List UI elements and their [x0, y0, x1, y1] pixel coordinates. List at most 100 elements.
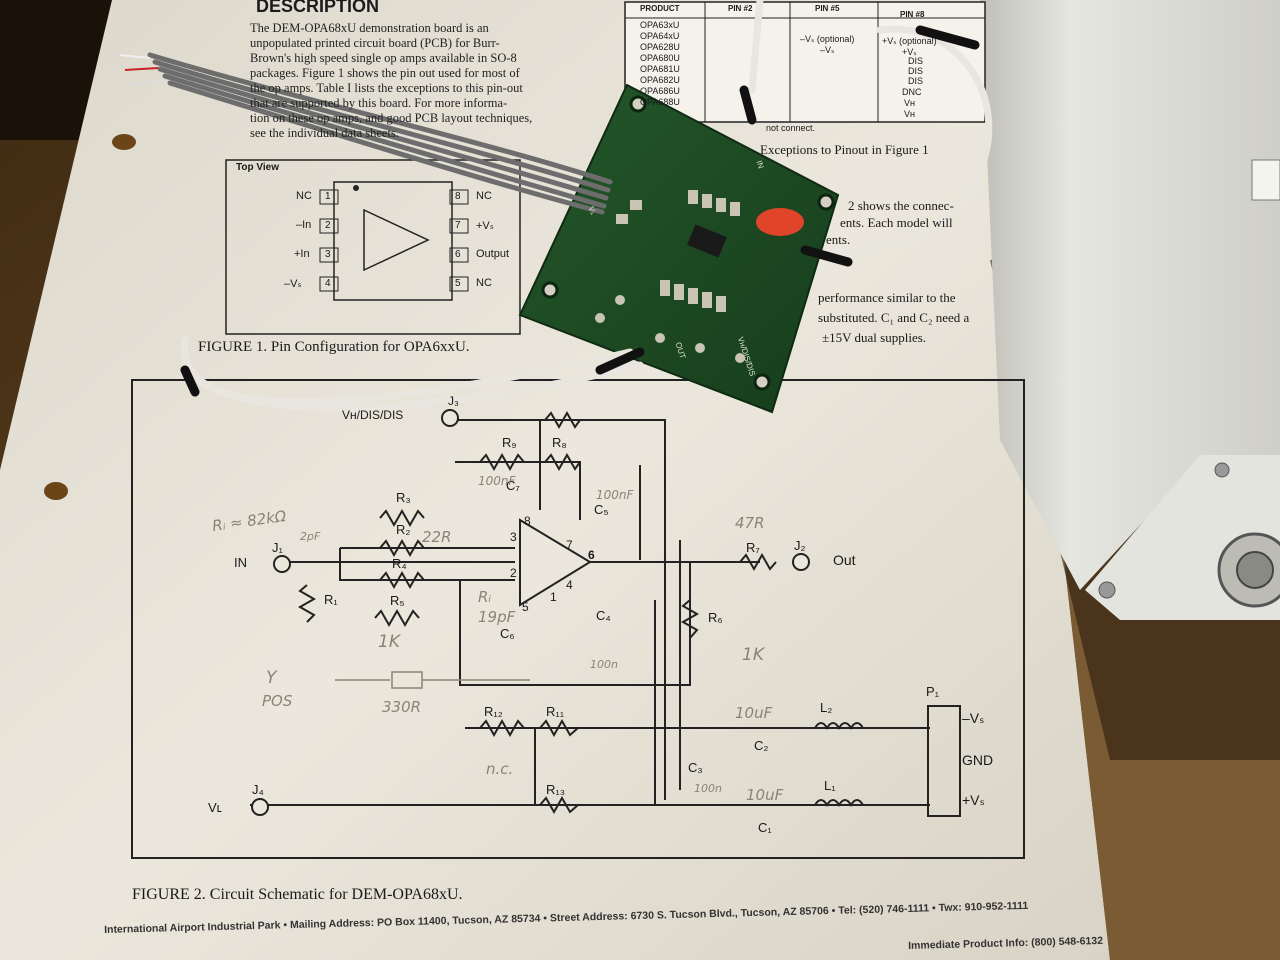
schematic-jacks	[251, 409, 810, 816]
opamp-pin-number: 8	[524, 514, 531, 528]
opamp-symbol	[363, 208, 430, 272]
opamp-pin-number: 3	[510, 530, 517, 544]
table-cell: –Vₛ (optional)	[800, 34, 855, 44]
opamp-pin-number: 6	[588, 548, 595, 562]
table-cell: OPA63xU	[640, 20, 680, 30]
handwritten-note: 100nF	[478, 474, 516, 488]
schematic-label: R₁₁	[546, 704, 565, 719]
pcb-mounting-holes	[541, 95, 835, 391]
schematic-label: R₃	[396, 490, 411, 505]
description-heading: DESCRIPTION	[256, 0, 380, 16]
handwritten-note: 100n	[590, 658, 618, 671]
table-cell: –Vₛ	[820, 45, 835, 55]
pin-number: 2	[325, 220, 331, 231]
table-cell: Vʜ	[904, 98, 915, 108]
schematic-label: R₉	[502, 435, 517, 450]
opamp-pin-number: 7	[566, 538, 573, 552]
smd-chip	[687, 224, 727, 258]
handwritten-note: 10uF	[735, 704, 773, 722]
table-caption: Exceptions to Pinout in Figure 1	[760, 142, 929, 157]
schematic-label: –Vₛ	[962, 710, 985, 726]
opamp-pin-number: 2	[510, 566, 517, 580]
opamp-pin-number: 4	[566, 578, 573, 592]
schematic-label: R₂	[396, 522, 411, 537]
schematic-label: R₇	[746, 540, 760, 555]
handwritten-note: 100nF	[596, 488, 634, 502]
schematic-inductors	[814, 722, 864, 807]
pencil-marks	[335, 671, 530, 689]
table-header: PIN #8	[900, 10, 925, 19]
opamp-pin-number: 1	[550, 590, 557, 604]
schematic-label: L₂	[820, 700, 833, 715]
schematic-label: C₇	[506, 478, 520, 493]
case-screw	[1098, 581, 1116, 599]
schematic-label: R₄	[392, 556, 407, 571]
pin-number: 6	[455, 249, 461, 260]
schematic-label: R₅	[390, 593, 405, 608]
handwritten-note: 100n	[694, 782, 722, 795]
heat-shrink	[180, 25, 980, 397]
table-cell: DIS	[908, 66, 924, 76]
description-line: that are supported by this board. For mo…	[250, 96, 508, 110]
pin-number: 5	[455, 278, 461, 289]
pin-number: 7	[455, 220, 461, 231]
description-line: see the individual data sheets.	[250, 126, 399, 140]
pin-label: NC	[296, 190, 312, 202]
ribbon-wire-ends	[119, 54, 166, 86]
schematic-label: Vʟ	[208, 800, 222, 815]
schematic-label: R₈	[552, 435, 567, 450]
body-text-line: 2 shows the connec-	[848, 198, 954, 213]
description-line: Brown's high speed single op amps availa…	[250, 51, 517, 65]
white-wires	[180, 0, 993, 412]
schematic-label: J₁	[272, 540, 283, 555]
figure1-box	[225, 159, 521, 335]
schematic-label: C₅	[594, 502, 609, 517]
instrument-case	[980, 0, 1280, 590]
pin-label: +Vₛ	[476, 220, 494, 232]
pin-label: –Vₛ	[284, 278, 302, 290]
table-cell: +Vₛ	[902, 47, 917, 57]
pin-label: NC	[476, 190, 492, 202]
table-cell: Vʜ	[904, 109, 915, 119]
handwritten-note: Rᵢ	[478, 588, 492, 606]
table-cell: DIS	[908, 76, 924, 86]
pcb-board	[518, 83, 840, 414]
schematic-label: R₆	[708, 610, 723, 625]
exceptions-table	[624, 1, 986, 123]
punch-hole	[112, 134, 136, 150]
opamp-pin-number: 5	[522, 600, 529, 614]
schematic-label: C₁	[758, 820, 772, 835]
description-line: the op amps. Table I lists the exception…	[250, 81, 523, 95]
schematic-label: Vʜ/DIS/DIS	[342, 408, 404, 422]
schematic-label: C₄	[596, 608, 611, 623]
schematic-label: R₁₃	[546, 782, 566, 797]
datasheet-paper	[0, 0, 1110, 960]
table-cell: OPA64xU	[640, 31, 680, 41]
figure1-caption: FIGURE 1. Pin Configuration for OPA6xxU.	[198, 339, 470, 355]
schematic-label: P₁	[926, 684, 940, 699]
table-header: PIN #5	[815, 4, 840, 13]
handwritten-note: 10uF	[746, 786, 784, 804]
handwritten-note: 1K	[378, 632, 400, 652]
schematic-label: J₂	[794, 538, 806, 553]
case-screw	[1214, 462, 1230, 478]
body-text-line: substituted. C₁ and C₂ need a	[818, 310, 970, 325]
table-header: PRODUCT	[640, 4, 680, 13]
table-cell: OPA686U	[640, 86, 680, 96]
pin-number: 8	[455, 191, 461, 202]
body-text-line: ±15V dual supplies.	[822, 330, 927, 345]
table-header: PIN #2	[728, 4, 753, 13]
schematic-label: IN	[234, 555, 247, 570]
handwritten-note: POS	[262, 692, 293, 710]
handwritten-note: 47R	[735, 514, 765, 532]
description-line: unpopulated printed circuit board (PCB) …	[250, 36, 500, 50]
schematic-label: C₆	[500, 626, 515, 641]
table-footnote: not connect.	[766, 123, 816, 133]
figure1-top-view: Top View	[236, 162, 279, 173]
ribbon-cable	[147, 52, 613, 215]
schematic-resistors	[297, 410, 777, 815]
schematic-label: Out	[833, 552, 856, 568]
schematic-label: C₂	[754, 738, 769, 753]
pcb-pads	[595, 190, 745, 363]
